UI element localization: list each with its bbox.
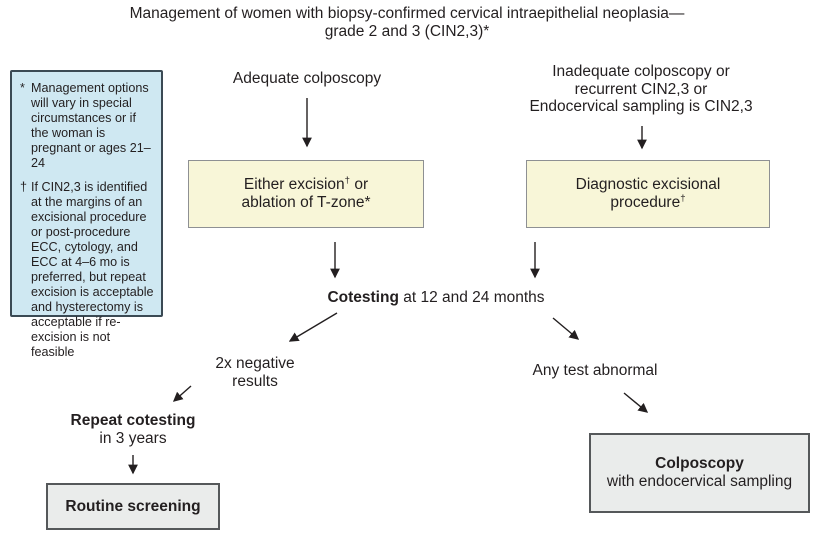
diagnostic-box-line2: procedure† <box>610 192 686 211</box>
diagnostic-excisional-box: Diagnostic excisional procedure† <box>526 160 770 228</box>
arrow-cotesting-to-negative <box>288 312 338 342</box>
inadequate-label-line1: Inadequate colposcopy or <box>552 63 730 80</box>
page-title-line2: grade 2 and 3 (CIN2,3)* <box>324 23 490 40</box>
cotesting-label: Cotesting at 12 and 24 months <box>306 289 566 307</box>
repeat-cotesting-line1: Repeat cotesting <box>70 412 196 429</box>
diagnostic-box-line1: Diagnostic excisional <box>575 176 721 193</box>
colposcopy-sampling-box: Colposcopy with endocervical sampling <box>589 433 810 513</box>
page-title: Management of women with biopsy-confirme… <box>0 5 814 41</box>
routine-screening-box: Routine screening <box>46 483 220 530</box>
footnote-dagger-marker: † <box>20 180 28 194</box>
inadequate-label-line3: Endocervical sampling is CIN2,3 <box>529 98 753 115</box>
footnote-dagger: † If CIN2,3 is identified at the margins… <box>20 180 156 360</box>
excision-box-line2: ablation of T-zone* <box>241 194 371 211</box>
repeat-cotesting-label: Repeat cotesting in 3 years <box>53 412 213 447</box>
footnote-asterisk-marker: * <box>20 81 25 95</box>
repeat-cotesting-line2: in 3 years <box>99 429 167 447</box>
cotesting-label-bold: Cotesting <box>327 289 399 306</box>
colposcopy-box-line2: with endocervical sampling <box>606 473 793 490</box>
footnote-dagger-text: If CIN2,3 is identified at the margins o… <box>31 180 154 359</box>
inadequate-label-line2: recurrent CIN2,3 or <box>574 80 708 98</box>
negative-results-label: 2x negative results <box>195 355 315 390</box>
negative-results-line2: results <box>232 372 278 390</box>
dagger-superscript: † <box>680 192 686 204</box>
footnote-box: * Management options will vary in specia… <box>10 70 163 359</box>
inadequate-colposcopy-label: Inadequate colposcopy or recurrent CIN2,… <box>505 63 777 116</box>
page-title-line1: Management of women with biopsy-confirme… <box>129 5 685 22</box>
footnote-asterisk: * Management options will vary in specia… <box>20 81 156 171</box>
cotesting-label-rest: at 12 and 24 months <box>398 289 545 306</box>
arrow-abnormal-to-colposcopy <box>623 392 649 413</box>
dagger-superscript: † <box>344 174 351 186</box>
footnote-asterisk-text: Management options will vary in special … <box>31 81 151 170</box>
arrow-cotesting-to-abnormal <box>552 317 580 340</box>
any-test-abnormal-label: Any test abnormal <box>532 362 658 379</box>
colposcopy-box-line1: Colposcopy <box>655 455 744 472</box>
arrow-negative-to-repeat <box>172 385 192 402</box>
adequate-colposcopy-label: Adequate colposcopy <box>232 70 382 87</box>
excision-box-line1: Either excision† or <box>243 174 369 193</box>
negative-results-line1: 2x negative <box>215 355 295 372</box>
excision-ablation-box: Either excision† or ablation of T-zone* <box>188 160 424 228</box>
